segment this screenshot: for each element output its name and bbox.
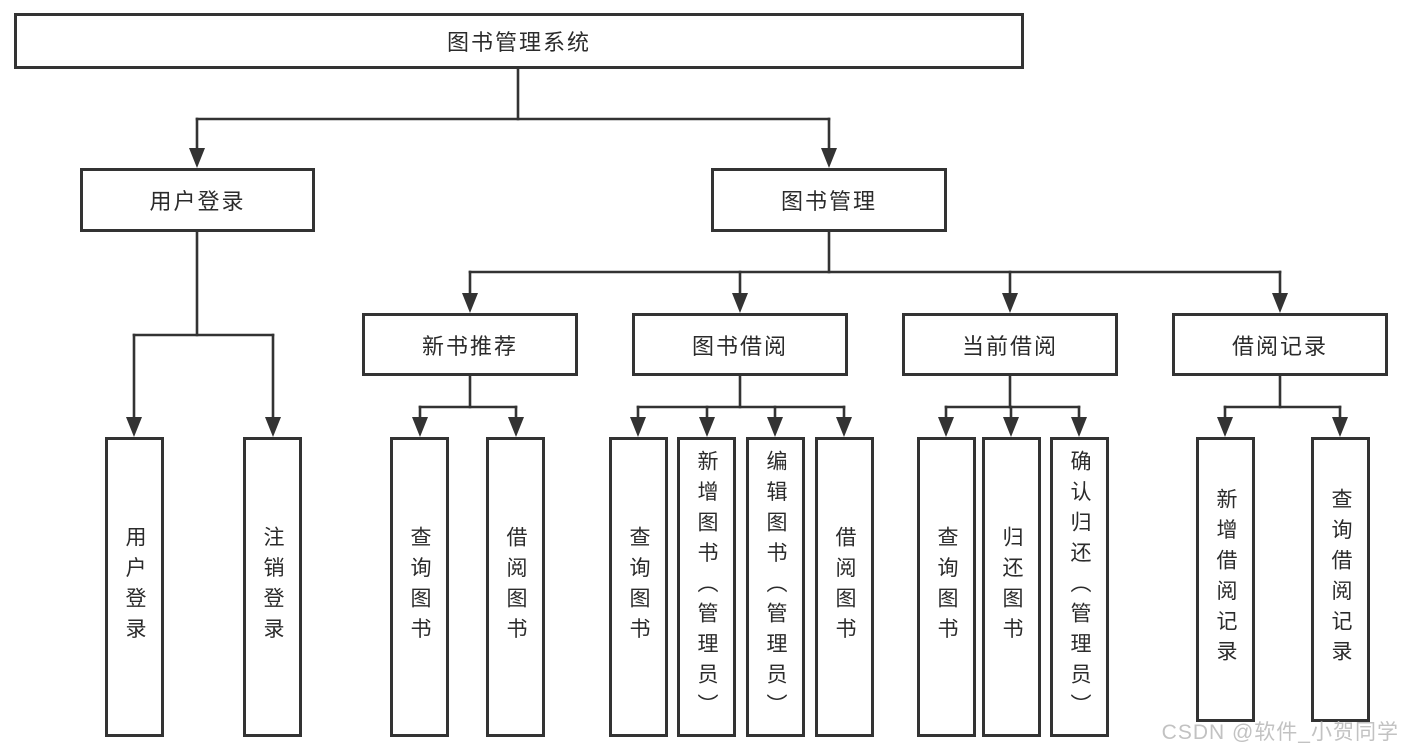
node-book-management: 图书管理 (711, 168, 947, 232)
node-borrow-books-recommend: 借阅图书 (486, 437, 545, 737)
node-query-books-current-label: 查询图书 (935, 526, 958, 648)
connector-borrow-records (1217, 374, 1348, 437)
node-login-label: 用户登录 (123, 526, 146, 648)
connector-book-borrowing (630, 374, 852, 437)
connector-user-login (126, 230, 281, 437)
node-logout: 注销登录 (243, 437, 302, 737)
node-edit-book-admin-label: 编辑图书（管理员） (764, 449, 787, 725)
connector-book-management (462, 230, 1288, 313)
node-query-borrow-record: 查询借阅记录 (1311, 437, 1370, 722)
node-user-login-label: 用户登录 (149, 189, 246, 214)
node-borrow-books-label: 借阅图书 (833, 526, 856, 648)
node-query-books-current: 查询图书 (917, 437, 976, 737)
node-borrow-records-label: 借阅记录 (1231, 333, 1328, 359)
node-logout-label: 注销登录 (261, 526, 284, 648)
node-return-books: 归还图书 (982, 437, 1041, 737)
node-login: 用户登录 (105, 437, 164, 737)
node-query-borrow-record-label: 查询借阅记录 (1329, 488, 1352, 671)
node-user-login: 用户登录 (80, 168, 315, 232)
node-book-borrowing-label: 图书借阅 (691, 333, 788, 359)
node-book-borrowing: 图书借阅 (632, 313, 848, 376)
node-current-borrowing-label: 当前借阅 (961, 333, 1058, 359)
node-add-book-admin-label: 新增图书（管理员） (695, 449, 718, 725)
connector-new-book-recommend (412, 374, 524, 437)
node-confirm-return-admin-label: 确认归还（管理员） (1068, 449, 1091, 725)
node-new-book-recommend: 新书推荐 (362, 313, 578, 376)
node-root: 图书管理系统 (14, 13, 1024, 69)
node-add-borrow-record-label: 新增借阅记录 (1214, 488, 1237, 671)
node-query-books-borrowing: 查询图书 (609, 437, 668, 737)
node-add-book-admin: 新增图书（管理员） (677, 437, 736, 737)
node-add-borrow-record: 新增借阅记录 (1196, 437, 1255, 722)
node-query-books-borrowing-label: 查询图书 (627, 526, 650, 648)
node-confirm-return-admin: 确认归还（管理员） (1050, 437, 1109, 737)
node-borrow-books-recommend-label: 借阅图书 (504, 526, 527, 648)
node-current-borrowing: 当前借阅 (902, 313, 1118, 376)
csdn-watermark: CSDN @软件_小贺同学 (1161, 721, 1399, 744)
node-borrow-records: 借阅记录 (1172, 313, 1388, 376)
node-edit-book-admin: 编辑图书（管理员） (746, 437, 805, 737)
node-new-book-recommend-label: 新书推荐 (421, 333, 518, 359)
connector-current-borrowing (938, 374, 1087, 437)
node-query-books-recommend: 查询图书 (390, 437, 449, 737)
connector-root (189, 67, 837, 168)
node-borrow-books: 借阅图书 (815, 437, 874, 737)
node-return-books-label: 归还图书 (1000, 526, 1023, 648)
node-root-label: 图书管理系统 (446, 30, 591, 55)
node-query-books-recommend-label: 查询图书 (408, 526, 431, 648)
node-book-management-label: 图书管理 (780, 189, 877, 214)
